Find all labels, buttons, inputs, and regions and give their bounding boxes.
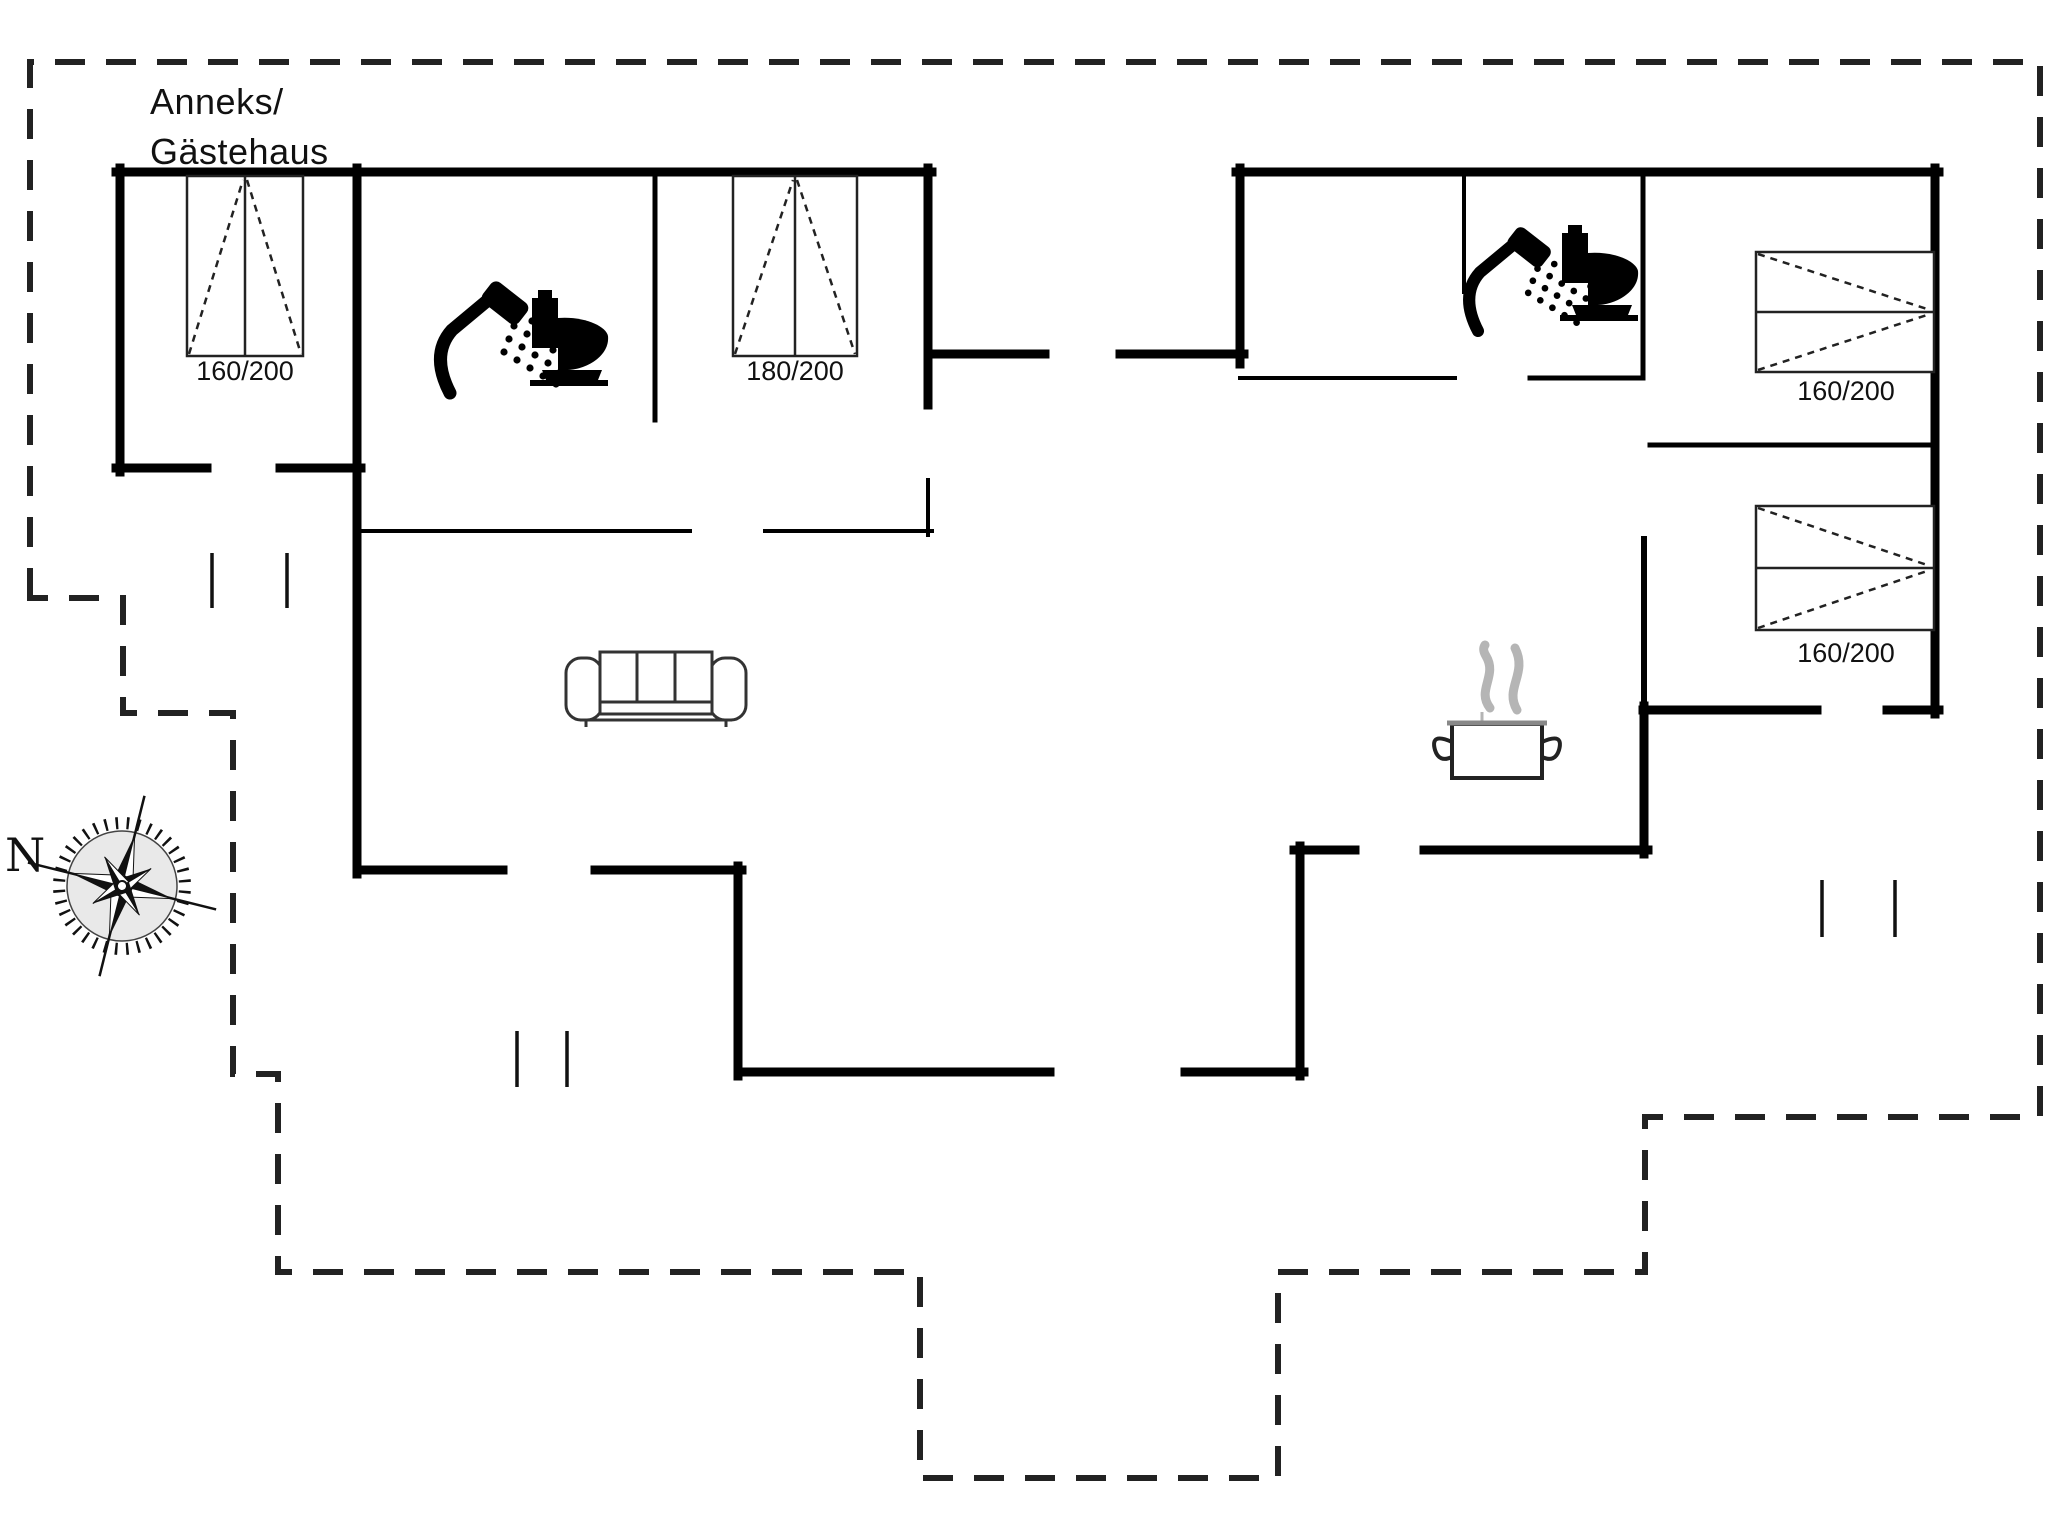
- toilet-icon: [1560, 225, 1639, 321]
- bed-east-bedroom-2: [1754, 504, 1936, 632]
- bed-west-bedroom: [731, 174, 859, 358]
- entry-steps-icon: [210, 553, 1897, 1087]
- bed-size-label-east-bedroom-1: 160/200: [1797, 376, 1895, 406]
- toilet-icon: [530, 290, 609, 386]
- bed-size-label-east-bedroom-2: 160/200: [1797, 638, 1895, 668]
- steam-icon: [1479, 640, 1524, 715]
- bed-size-label-west-bedroom: 180/200: [746, 356, 844, 386]
- bed-annex: [185, 174, 305, 358]
- compass-north-label: N: [5, 828, 46, 882]
- plot-boundary-dashed-line: [27, 59, 2043, 1481]
- annex-label-line1: Anneks/: [150, 81, 284, 122]
- bed-size-label-annex: 160/200: [196, 356, 294, 386]
- bed-east-bedroom-1: [1754, 250, 1936, 374]
- interior-walls: [355, 169, 1938, 713]
- sofa-icon: [564, 650, 748, 727]
- compass-rose-icon: [27, 795, 217, 977]
- cooking-pot-icon: [1432, 640, 1562, 780]
- annex-label-line2: Gästehaus: [150, 131, 329, 172]
- living-room-walls: [352, 841, 1309, 1081]
- west-building-walls: [111, 163, 937, 879]
